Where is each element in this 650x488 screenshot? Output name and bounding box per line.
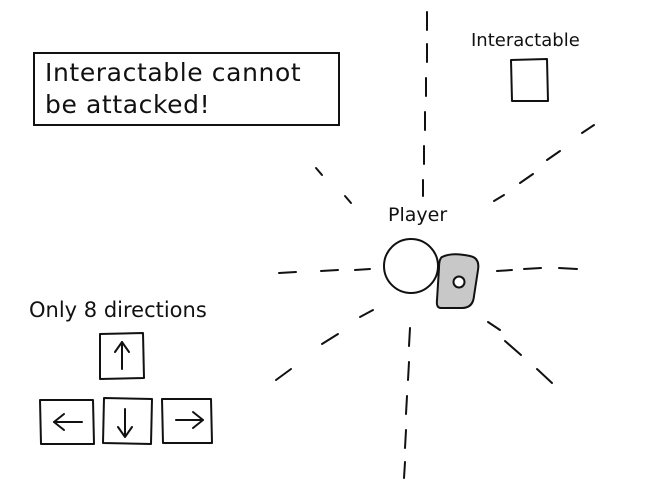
direction-line-down	[403, 327, 411, 479]
interactable-label: Interactable	[471, 30, 580, 51]
direction-line-left	[278, 268, 371, 274]
directions-label: Only 8 directions	[29, 298, 207, 322]
left-arrow-key	[39, 399, 95, 445]
shield-boss	[452, 275, 466, 289]
direction-line-down-left	[275, 309, 374, 381]
player-circle	[383, 238, 439, 294]
direction-line-up-left	[315, 167, 352, 204]
right-arrow-key	[161, 398, 213, 444]
direction-line-up	[422, 11, 428, 197]
direction-line-up-right	[493, 124, 595, 202]
direction-line-right	[496, 267, 578, 272]
note-line-1: Interactable cannot	[45, 58, 302, 87]
interactable-object	[510, 58, 549, 102]
player-label: Player	[388, 204, 448, 226]
down-arrow-key	[102, 397, 153, 445]
note-box: Interactable cannot be attacked!	[33, 52, 340, 126]
up-arrow-key	[99, 332, 145, 380]
note-line-2: be attacked!	[45, 90, 211, 119]
direction-line-down-right	[487, 321, 553, 384]
